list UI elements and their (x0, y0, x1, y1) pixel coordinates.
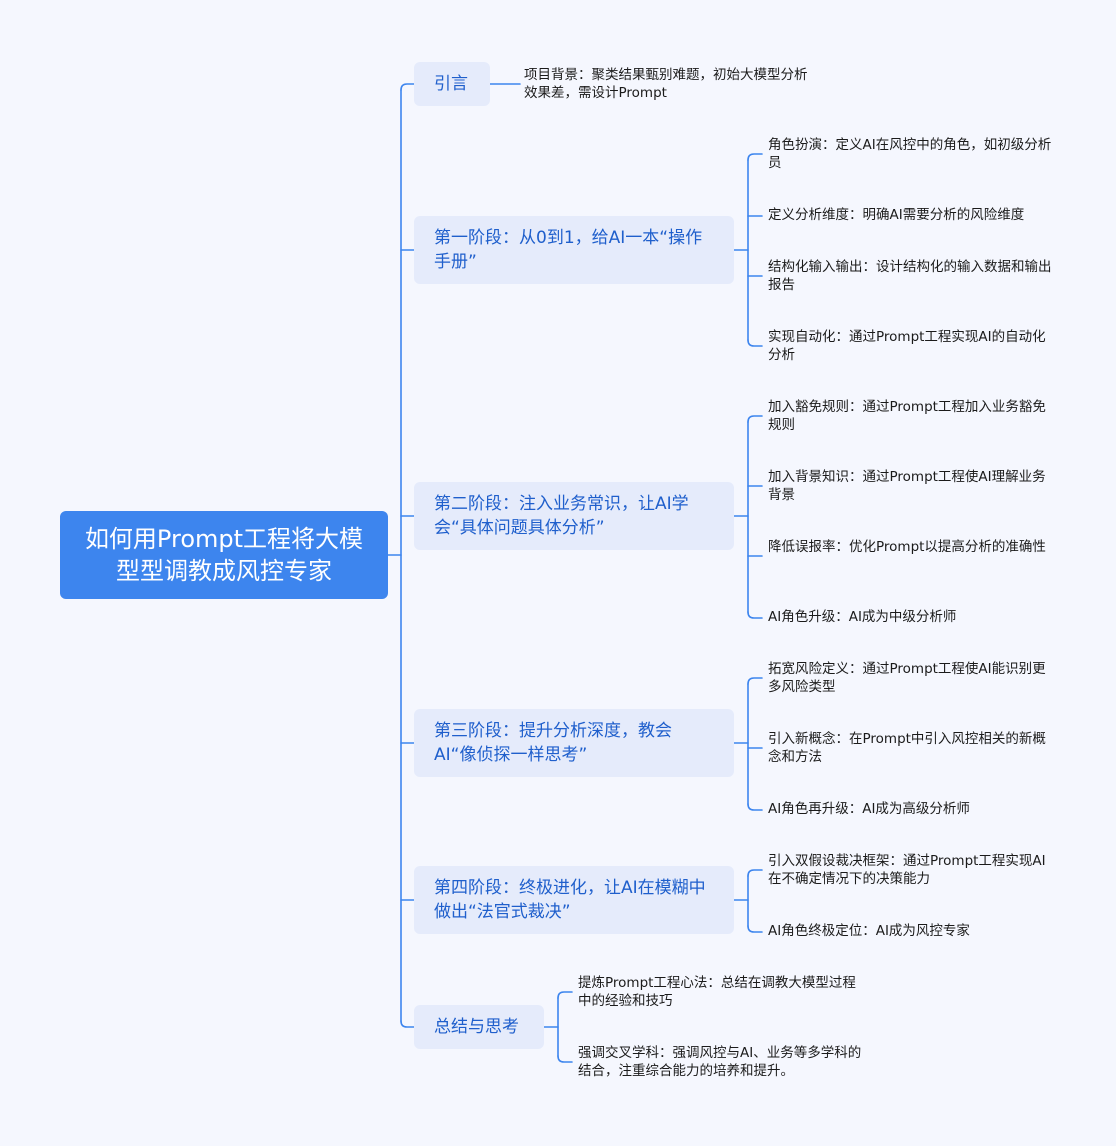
branch-summary[interactable]: 总结与思考 (414, 1005, 544, 1049)
branch-connector (400, 83, 415, 91)
leaf-background-knowledge[interactable]: 加入背景知识：通过Prompt工程使AI理解业务背景 (768, 469, 1046, 503)
leaf-prompt-methodology[interactable]: 提炼Prompt工程心法：总结在调教大模型过程中的经验和技巧 (578, 975, 856, 1009)
leaf-connector (747, 803, 763, 811)
branch-introduction[interactable]: 引言 (414, 62, 490, 106)
branch-label: 引言 (434, 74, 468, 94)
leaf-role-play[interactable]: 角色扮演：定义AI在风控中的角色，如初级分析员 (768, 137, 1052, 171)
branch-label: 第二阶段：注入业务常识，让AI学会“具体问题具体分析” (434, 494, 689, 538)
leaf-project-background[interactable]: 项目背景：聚类结果甄别难题，初始大模型分析效果差，需设计Prompt (524, 67, 808, 101)
branch-stage-1[interactable]: 第一阶段：从0到1，给AI一本“操作手册” (414, 216, 734, 284)
leaf-connector (747, 153, 763, 161)
branch-stage-2[interactable]: 第二阶段：注入业务常识，让AI学会“具体问题具体分析” (414, 482, 734, 550)
leaf-structured-io[interactable]: 结构化输入输出：设计结构化的输入数据和输出报告 (768, 259, 1052, 293)
root-node[interactable]: 如何用Prompt工程将大模型型调教成风控专家 (60, 511, 388, 599)
leaf-broaden-risk[interactable]: 拓宽风险定义：通过Prompt工程使AI能识别更多风险类型 (768, 661, 1046, 695)
leaf-connector (747, 415, 763, 423)
branch-stage-4[interactable]: 第四阶段：终极进化，让AI在模糊中做出“法官式裁决” (414, 866, 734, 934)
leaf-connector (747, 611, 763, 619)
leaf-analysis-dimensions[interactable]: 定义分析维度：明确AI需要分析的风险维度 (768, 207, 1025, 223)
leaf-interdisciplinary[interactable]: 强调交叉学科：强调风控与AI、业务等多学科的结合，注重综合能力的培养和提升。 (578, 1045, 862, 1079)
leaf-exemption-rules[interactable]: 加入豁免规则：通过Prompt工程加入业务豁免规则 (768, 399, 1046, 433)
leaf-reduce-false-positives[interactable]: 降低误报率：优化Prompt以提高分析的准确性 (768, 539, 1046, 555)
branch-label: 总结与思考 (434, 1017, 519, 1037)
leaf-connector (557, 1055, 573, 1063)
leaf-role-upgrade-senior[interactable]: AI角色再升级：AI成为高级分析师 (768, 801, 970, 817)
leaf-new-concepts[interactable]: 引入新概念：在Prompt中引入风控相关的新概念和方法 (768, 731, 1046, 765)
leaf-role-final[interactable]: AI角色终极定位：AI成为风控专家 (768, 923, 970, 939)
leaf-connector (557, 991, 573, 999)
branch-label: 第四阶段：终极进化，让AI在模糊中做出“法官式裁决” (434, 878, 706, 922)
branch-connector (400, 1020, 415, 1028)
leaf-role-upgrade-mid[interactable]: AI角色升级：AI成为中级分析师 (768, 609, 957, 625)
leaf-automation[interactable]: 实现自动化：通过Prompt工程实现AI的自动化分析 (768, 329, 1046, 363)
leaf-connector (747, 869, 763, 877)
leaf-connector (747, 925, 763, 933)
branch-stage-3[interactable]: 第三阶段：提升分析深度，教会AI“像侦探一样思考” (414, 709, 734, 777)
root-title: 如何用Prompt工程将大模型型调教成风控专家 (84, 525, 364, 585)
leaf-dual-hypothesis[interactable]: 引入双假设裁决框架：通过Prompt工程实现AI在不确定情况下的决策能力 (768, 853, 1046, 887)
leaf-connector (747, 339, 763, 347)
branch-label: 第一阶段：从0到1，给AI一本“操作手册” (434, 228, 703, 272)
branch-label: 第三阶段：提升分析深度，教会AI“像侦探一样思考” (434, 721, 672, 765)
leaf-connector (747, 677, 763, 685)
